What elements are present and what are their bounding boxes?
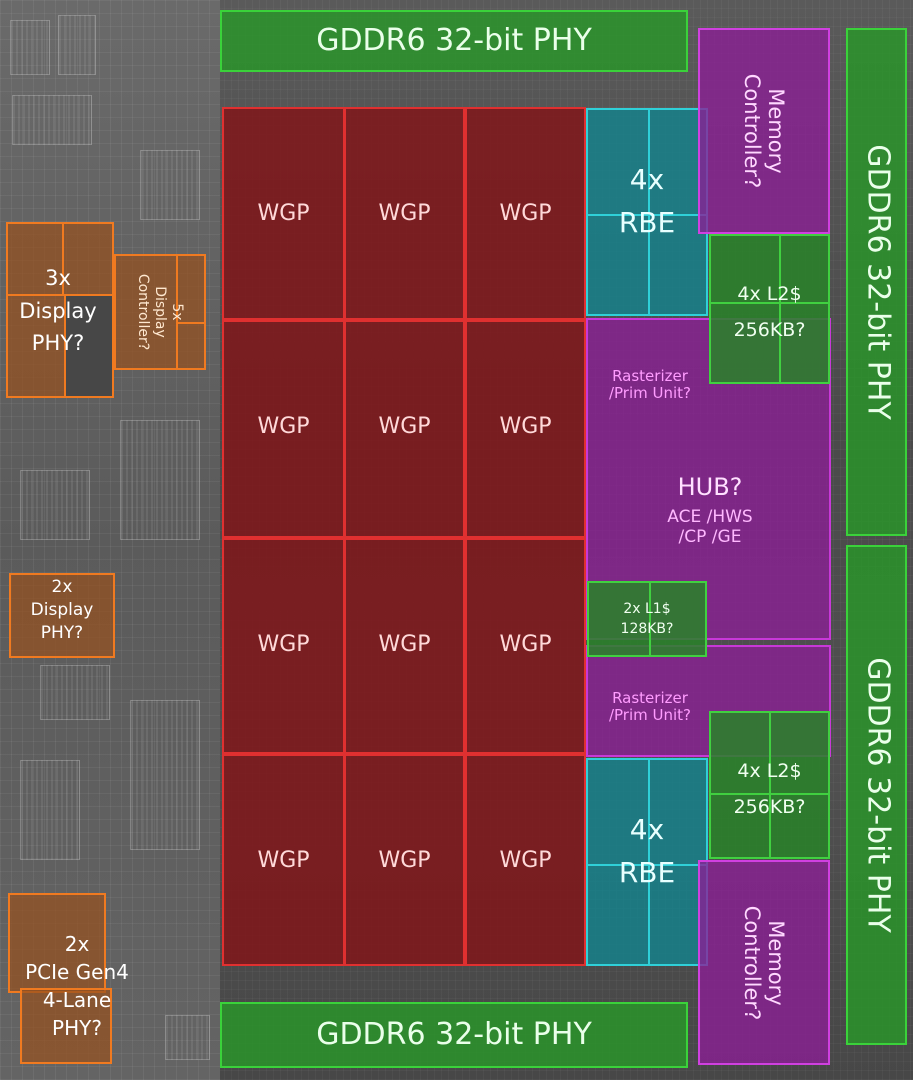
wgp-label: WGP (378, 848, 431, 873)
display-controller-label: 5x Display Controller? (135, 273, 186, 351)
wgp-block: WGP (222, 107, 345, 320)
io-pad-cluster (20, 760, 80, 860)
wgp-label: WGP (499, 414, 552, 439)
wgp-block: WGP (465, 107, 586, 320)
wgp-label: WGP (499, 201, 552, 226)
rasterizer-upper-label: Rasterizer /Prim Unit? (608, 367, 692, 403)
rbe-block-lower: 4x RBE (586, 758, 708, 966)
memory-controller-lower-label: Memory Controller? (740, 905, 789, 1020)
display-phy-3x (6, 222, 114, 398)
display-phy-3x-label: 3x Display PHY? (19, 266, 97, 356)
gddr6-phy-top: GDDR6 32-bit PHY (220, 10, 688, 72)
rbe-block-upper: 4x RBE (586, 108, 708, 316)
wgp-block: WGP (222, 538, 345, 754)
display-phy-2x-label: 2x Display PHY? (30, 577, 94, 643)
gddr6-phy-bottom-label: GDDR6 32-bit PHY (316, 1017, 592, 1052)
memory-controller-upper: Memory Controller? (698, 28, 830, 234)
io-pad-cluster (40, 665, 110, 720)
l2-upper-label: 4x L2$ 256KB? (733, 283, 806, 342)
l2-cache-lower: 4x L2$ 256KB? (709, 711, 830, 859)
wgp-label: WGP (257, 632, 310, 657)
rasterizer-lower-label: Rasterizer /Prim Unit? (608, 689, 692, 725)
io-pad-cluster (130, 700, 200, 850)
hub-title: HUB? (677, 473, 743, 501)
rbe-lower-label: 4x RBE (618, 813, 676, 890)
pcie-phy-upper (8, 893, 106, 993)
gddr6-phy-right-upper: GDDR6 32-bit PHY (846, 28, 907, 536)
gddr6-phy-top-label: GDDR6 32-bit PHY (316, 23, 592, 58)
wgp-block: WGP (344, 320, 465, 538)
display-phy-2x (9, 573, 115, 658)
l2-cache-upper: 4x L2$ 256KB? (709, 234, 830, 384)
gddr6-phy-right-upper-label: GDDR6 32-bit PHY (859, 144, 895, 420)
gddr6-phy-right-lower: GDDR6 32-bit PHY (846, 545, 907, 1045)
io-pad-cluster (20, 470, 90, 540)
io-pad-cluster (140, 150, 200, 220)
wgp-label: WGP (378, 632, 431, 657)
l1-cache: 2x L1$ 128KB? (587, 581, 707, 657)
wgp-block: WGP (465, 754, 586, 966)
wgp-block: WGP (344, 538, 465, 754)
io-pad-cluster (58, 15, 96, 75)
l1-label: 2x L1$ 128KB? (620, 601, 674, 638)
hub-subtitle: ACE /HWS /CP /GE (667, 507, 753, 547)
wgp-block: WGP (465, 538, 586, 754)
io-pad-cluster (12, 95, 92, 145)
l2-lower-label: 4x L2$ 256KB? (733, 760, 806, 819)
io-pad-cluster (10, 20, 50, 75)
wgp-block: WGP (344, 754, 465, 966)
gddr6-phy-bottom: GDDR6 32-bit PHY (220, 1002, 688, 1068)
rbe-upper-label: 4x RBE (618, 163, 676, 240)
pcie-phy-lower (20, 988, 112, 1064)
io-pad-cluster (165, 1015, 210, 1060)
wgp-label: WGP (257, 848, 310, 873)
memory-controller-lower: Memory Controller? (698, 860, 830, 1065)
io-pad-cluster (120, 420, 200, 540)
wgp-block: WGP (344, 107, 465, 320)
wgp-block: WGP (222, 754, 345, 966)
wgp-label: WGP (378, 414, 431, 439)
wgp-label: WGP (378, 201, 431, 226)
wgp-label: WGP (499, 632, 552, 657)
wgp-label: WGP (257, 201, 310, 226)
display-controller: 5x Display Controller? (114, 254, 206, 370)
gddr6-phy-right-lower-label: GDDR6 32-bit PHY (859, 657, 895, 933)
pcie-phy-label: 2x PCIe Gen4 4-Lane PHY? (25, 932, 129, 1040)
wgp-block: WGP (222, 320, 345, 538)
wgp-label: WGP (257, 414, 310, 439)
memory-controller-upper-label: Memory Controller? (740, 73, 789, 189)
wgp-label: WGP (499, 848, 552, 873)
wgp-block: WGP (465, 320, 586, 538)
